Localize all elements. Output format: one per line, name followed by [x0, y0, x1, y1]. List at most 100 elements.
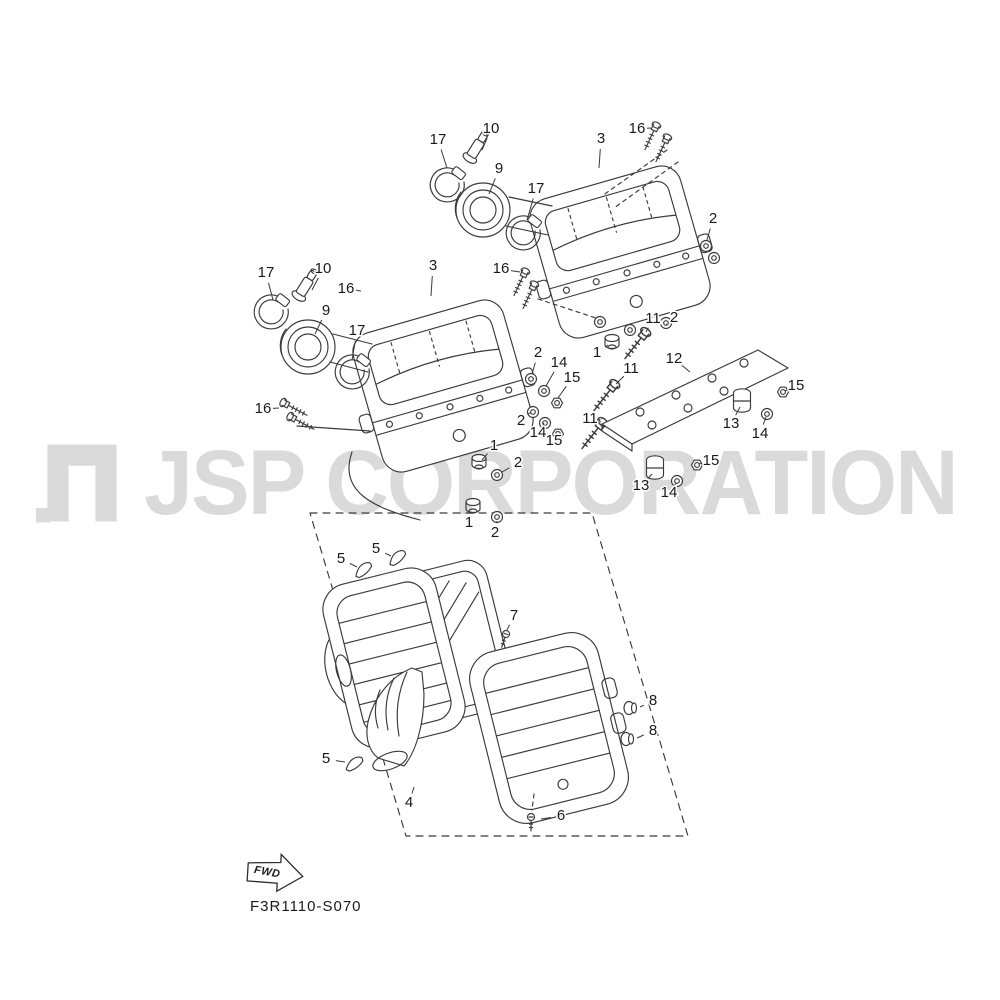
callout-16: 16: [338, 280, 355, 297]
callout-leader: [384, 552, 392, 557]
callout-5: 5: [337, 550, 345, 567]
grommet-1: [471, 453, 487, 470]
bellows-connector-left: [329, 333, 373, 373]
callout-leader: [510, 270, 521, 273]
callout-leader: [488, 178, 496, 195]
callout-leader: [314, 319, 323, 335]
washer-2: [623, 323, 637, 337]
hose-line: [348, 451, 421, 521]
callout-leader: [706, 228, 711, 241]
callout-leader: [542, 422, 545, 425]
callout-leader: [674, 482, 677, 486]
washer-14: [760, 407, 774, 421]
callout-leader: [506, 624, 510, 631]
callout-leader: [531, 362, 536, 375]
callout-2: 2: [514, 454, 522, 471]
callout-leader: [335, 760, 346, 763]
construction-line: [537, 298, 597, 319]
mounting-plate: [601, 349, 789, 452]
callout-11: 11: [645, 310, 661, 327]
callout-leader: [698, 462, 702, 465]
callout-leader: [430, 275, 433, 297]
callout-leader: [647, 473, 653, 479]
callout-9: 9: [495, 160, 503, 177]
callout-11: 11: [582, 410, 598, 427]
washer-2: [490, 468, 504, 482]
callout-leader: [784, 389, 788, 392]
callout-leaders: [268, 127, 788, 820]
callout-1: 1: [465, 514, 473, 531]
callout-leader: [604, 344, 609, 348]
clip-5: [352, 560, 375, 580]
clip-5: [386, 548, 409, 568]
washer-2: [699, 239, 713, 253]
callout-leader: [762, 416, 767, 425]
callout-16: 16: [493, 260, 510, 277]
construction-line: [296, 425, 371, 432]
nut-15: [690, 459, 704, 471]
callout-leader: [501, 467, 510, 473]
callout-8: 8: [649, 722, 657, 739]
callout-17: 17: [430, 131, 447, 148]
callout-17: 17: [528, 180, 545, 197]
air-cleaner-case-right: [513, 157, 727, 347]
plug-8: [623, 700, 638, 716]
washer-2: [490, 510, 504, 524]
damper-13: [645, 455, 665, 480]
air-cleaner-case-left: [336, 291, 550, 481]
callout-leader: [615, 375, 625, 385]
callout-leader: [268, 282, 274, 301]
callout-leader: [598, 148, 601, 169]
fwd-arrow: FWD: [246, 852, 304, 893]
callout-leader: [440, 149, 448, 169]
plug-8: [620, 731, 635, 747]
callout-leader: [411, 786, 415, 794]
washer-2: [526, 405, 540, 419]
callout-14: 14: [661, 484, 678, 501]
callout-4: 4: [405, 794, 413, 811]
callout-12: 12: [666, 350, 683, 367]
callout-3: 3: [597, 130, 605, 147]
diagram-art: [253, 120, 790, 837]
callout-leader: [540, 817, 552, 820]
grommet-1: [465, 497, 481, 514]
callout-15: 15: [788, 377, 805, 394]
callout-13: 13: [633, 477, 650, 494]
callout-11: 11: [623, 360, 639, 377]
washer-2: [707, 251, 721, 265]
callout-5: 5: [372, 540, 380, 557]
bolt-16: [284, 410, 317, 434]
callout-17: 17: [349, 322, 366, 339]
washer-2: [524, 372, 538, 386]
callout-14: 14: [551, 354, 568, 371]
part-code: F3R1110-S070: [250, 898, 362, 915]
callout-leader: [526, 198, 534, 221]
callout-15: 15: [703, 452, 720, 469]
callout-leader: [681, 364, 691, 373]
callout-leader: [645, 327, 649, 333]
intake-bellows-left: [279, 319, 336, 375]
nut-15: [550, 397, 564, 409]
intake-duct-4: [366, 667, 425, 772]
callout-1: 1: [593, 344, 601, 361]
callout-1: 1: [490, 437, 498, 454]
callout-leader: [351, 340, 356, 361]
callout-leader: [735, 406, 741, 416]
callout-2: 2: [670, 309, 678, 326]
callout-9: 9: [322, 302, 330, 319]
callout-6: 6: [557, 807, 565, 824]
damper-13: [732, 388, 752, 413]
callout-2: 2: [534, 344, 542, 361]
callout-7: 7: [510, 607, 518, 624]
grommet-1: [604, 333, 620, 350]
callout-10: 10: [315, 260, 332, 277]
bolt-16: [518, 279, 541, 312]
washer-14: [537, 384, 551, 398]
callout-16: 16: [629, 120, 646, 137]
callout-leader: [311, 277, 319, 291]
callout-13: 13: [723, 415, 740, 432]
bolt-16: [651, 132, 674, 165]
callout-3: 3: [429, 257, 437, 274]
callout-leader: [639, 704, 645, 708]
